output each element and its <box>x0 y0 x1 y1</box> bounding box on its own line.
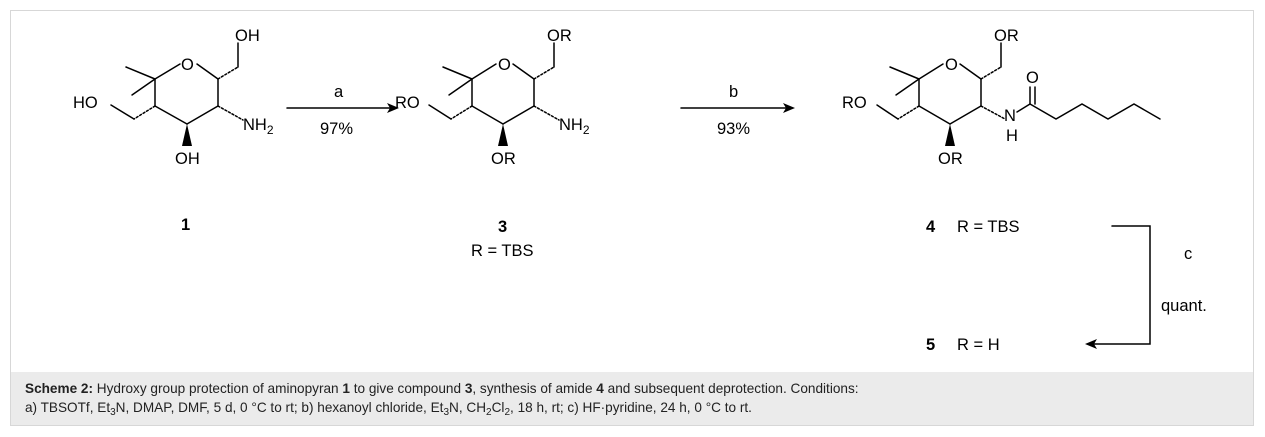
compound-number-5: 5 <box>926 336 935 354</box>
hashed-bond <box>897 105 920 120</box>
ro-label: RO <box>395 94 420 112</box>
step-b-reagent: b <box>729 83 738 101</box>
or-label: OR <box>547 27 572 45</box>
scheme-caption: Scheme 2: Hydroxy group protection of am… <box>11 372 1253 425</box>
amide-n-label: N <box>1004 107 1016 125</box>
compound-number-3: 3 <box>498 218 507 236</box>
arrow-c-line <box>1092 225 1151 345</box>
methyl-bond <box>442 66 473 80</box>
compound-3-structure <box>428 42 560 125</box>
hashed-bond <box>133 105 156 120</box>
methyl-bond <box>125 66 156 80</box>
amide-h-label: H <box>1006 127 1018 145</box>
hashed-bond <box>980 66 1002 80</box>
caption-line-1: Scheme 2: Hydroxy group protection of am… <box>25 381 859 396</box>
arrow-a-head <box>387 103 399 113</box>
r-definition: R = TBS <box>471 242 534 260</box>
methyl-bond <box>131 78 156 96</box>
ring-bond <box>471 105 504 125</box>
ring-bond <box>471 63 497 80</box>
wedge-bond <box>945 124 955 146</box>
ring-bond <box>959 63 982 80</box>
ring-bond <box>196 63 219 80</box>
methyl-bond <box>889 66 920 80</box>
hashed-bond <box>450 105 473 120</box>
r-definition: R = H <box>957 336 1000 354</box>
ring-bond <box>502 105 535 125</box>
compound-number-1: 1 <box>181 216 190 234</box>
oh-label: OH <box>235 27 260 45</box>
methyl-bond <box>895 78 920 96</box>
nh2-label: NH2 <box>559 116 590 137</box>
hashed-bond <box>533 66 555 80</box>
ring-oxygen-label: O <box>498 56 511 74</box>
step-c-yield: quant. <box>1161 297 1207 315</box>
wedge-bond <box>498 124 508 146</box>
ch2-bond <box>428 104 452 120</box>
compound-4-structure <box>876 42 1161 125</box>
ring-bond <box>186 105 219 125</box>
hashed-bond <box>533 105 560 121</box>
methyl-bond <box>448 78 473 96</box>
step-c-reagent: c <box>1184 245 1192 263</box>
or-label: OR <box>938 150 963 168</box>
step-a-yield: 97% <box>320 120 353 138</box>
amide-bond <box>1016 103 1031 113</box>
ring-bond <box>918 63 944 80</box>
compound-1-structure <box>110 42 244 125</box>
ring-bond <box>512 63 535 80</box>
r-definition: R = TBS <box>957 218 1020 236</box>
ring-bond <box>154 63 181 80</box>
caption-label: Scheme 2: <box>25 381 94 396</box>
ring-bond <box>918 105 951 125</box>
ch2-bond <box>876 104 899 120</box>
carbonyl-oxygen-label: O <box>1026 69 1039 87</box>
ring-oxygen-label: O <box>945 56 958 74</box>
nh2-label: NH2 <box>243 116 274 137</box>
oh-label: OH <box>175 150 200 168</box>
step-b-yield: 93% <box>717 120 750 138</box>
hashed-bond <box>217 66 239 80</box>
hashed-bond <box>980 105 1006 120</box>
or-label: OR <box>491 150 516 168</box>
reaction-scheme: O OH HO NH2 OH 1 O OR RO NH2 OR 3 R = TB… <box>73 27 1207 354</box>
compound-number-4: 4 <box>926 218 936 236</box>
step-a-reagent: a <box>334 83 344 101</box>
ring-bond <box>154 105 188 125</box>
arrow-c-head <box>1085 339 1097 349</box>
wedge-bond <box>182 124 192 146</box>
ring-oxygen-label: O <box>181 56 194 74</box>
hashed-bond <box>217 105 244 121</box>
or-label: OR <box>994 27 1019 45</box>
ro-label: RO <box>842 94 867 112</box>
ring-bond <box>949 105 982 125</box>
hexanoyl-chain <box>1029 103 1161 120</box>
ho-label: HO <box>73 94 98 112</box>
ch2-bond <box>110 104 135 120</box>
arrow-b-head <box>783 103 795 113</box>
caption-line-2: a) TBSOTf, Et3N, DMAP, DMF, 5 d, 0 °C to… <box>25 400 752 418</box>
